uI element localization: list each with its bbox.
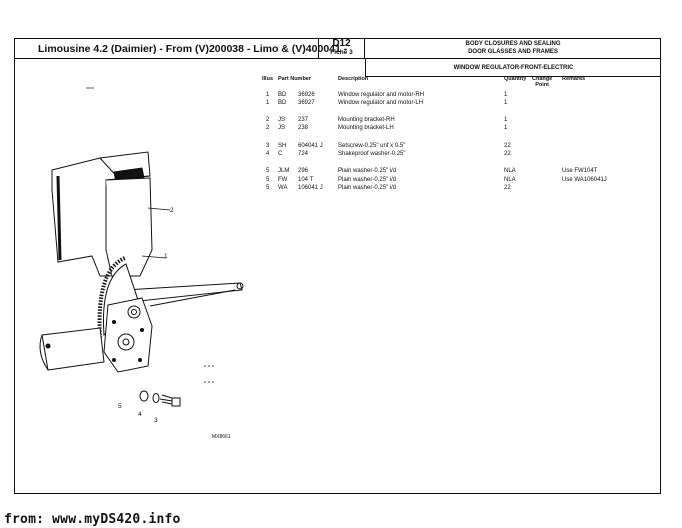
parts-cell-prefix: JS <box>278 125 286 131</box>
parts-cell-prefix: FW <box>278 177 288 183</box>
callout-2: 2 <box>170 207 174 214</box>
callout-1: 1 <box>164 253 168 260</box>
section-line-2: DOOR GLASSES AND FRAMES <box>468 49 558 55</box>
parts-cell-prefix: BD <box>278 92 287 98</box>
parts-cell-desc: Window regulator and motor-RH <box>338 92 425 98</box>
parts-cell-prefix: WA <box>278 185 288 191</box>
parts-cell-illus: 1 <box>266 92 270 98</box>
parts-cell-illus: 2 <box>266 125 270 131</box>
subsection-heading: WINDOW REGULATOR-FRONT-ELECTRIC <box>365 59 661 77</box>
parts-cell-remarks: Use WA106041J <box>562 177 607 183</box>
parts-cell-num: 106041 J <box>298 185 323 191</box>
source-watermark: from: www.myDS420.info <box>4 512 181 527</box>
callout-4: 4 <box>138 411 142 418</box>
parts-cell-desc: Shakeproof washer-0.25" <box>338 151 406 157</box>
col-description: Description <box>338 76 369 82</box>
parts-cell-remarks: Use FW104T <box>562 168 598 174</box>
parts-cell-prefix: JLM <box>278 168 290 174</box>
parts-cell-prefix: C <box>278 151 283 157</box>
parts-cell-desc: Mounting bracket-RH <box>338 117 395 123</box>
parts-cell-num: 36926 <box>298 92 315 98</box>
parts-cell-qty: 1 <box>504 117 508 123</box>
parts-cell-illus: 3 <box>266 143 270 149</box>
parts-cell-prefix: JS <box>278 117 286 123</box>
parts-cell-num: 724 <box>298 151 309 157</box>
parts-cell-num: 296 <box>298 168 309 174</box>
parts-cell-num: 36927 <box>298 100 315 106</box>
fiche-label: Fiche 3 <box>330 49 353 56</box>
parts-cell-desc: Setscrew-0.25" unf x 0.5" <box>338 143 406 149</box>
parts-cell-num: 104 T <box>298 177 314 183</box>
window-regulator-diagram: 2 1 5 4 3 MX8661 <box>39 87 244 440</box>
parts-cell-illus: 5 <box>266 168 270 174</box>
col-quantity: Quantity <box>504 76 527 82</box>
parts-cell-num: 604041 J <box>298 143 323 149</box>
parts-cell-qty: 22 <box>504 151 511 157</box>
col-remarks: Remarks <box>562 76 586 82</box>
page-code: D12 <box>332 38 351 49</box>
parts-cell-qty: 1 <box>504 100 508 106</box>
parts-cell-qty: NLA <box>504 168 516 174</box>
parts-cell-qty: 22 <box>504 143 511 149</box>
parts-cell-num: 238 <box>298 125 309 131</box>
parts-cell-illus: 4 <box>266 151 270 157</box>
parts-cell-illus: 5 <box>266 185 270 191</box>
parts-cell-qty: 1 <box>504 92 508 98</box>
col-illus: Illus <box>262 76 274 82</box>
parts-cell-qty: 1 <box>504 125 508 131</box>
parts-cell-illus: 2 <box>266 117 270 123</box>
parts-cell-desc: Plain washer-0.25" i/d <box>338 168 397 174</box>
section-heading: BODY CLOSURES AND SEALING DOOR GLASSES A… <box>365 38 661 59</box>
fiche-box: D12 Fiche 3 <box>319 38 365 59</box>
parts-cell-qty: NLA <box>504 177 516 183</box>
parts-cell-desc: Window regulator and motor-LH <box>338 100 424 106</box>
parts-cell-prefix: SH <box>278 143 287 149</box>
parts-cell-illus: 1 <box>266 100 270 106</box>
col-change-label: Change <box>532 76 553 82</box>
page-title: Limousine 4.2 (Daimier) - From (V)200038… <box>14 38 347 59</box>
parts-cell-qty: 22 <box>504 185 511 191</box>
col-change-point: Change Point <box>532 76 552 88</box>
parts-cell-num: 237 <box>298 117 309 123</box>
col-part-number: Part Number <box>278 76 312 82</box>
section-line-1: BODY CLOSURES AND SEALING <box>465 41 561 47</box>
callout-3: 3 <box>154 417 158 424</box>
parts-cell-desc: Plain washer-0.25" i/d <box>338 185 397 191</box>
parts-cell-desc: Mounting bracket-LH <box>338 125 394 131</box>
callout-5: 5 <box>118 403 122 410</box>
catalogue-page-frame <box>14 38 661 494</box>
parts-cell-desc: Plain washer-0.25" i/d <box>338 177 397 183</box>
col-point-label: Point <box>535 82 549 88</box>
diagram-ref: MX8661 <box>212 434 231 440</box>
parts-cell-illus: 5 <box>266 177 270 183</box>
parts-cell-prefix: BD <box>278 100 287 106</box>
